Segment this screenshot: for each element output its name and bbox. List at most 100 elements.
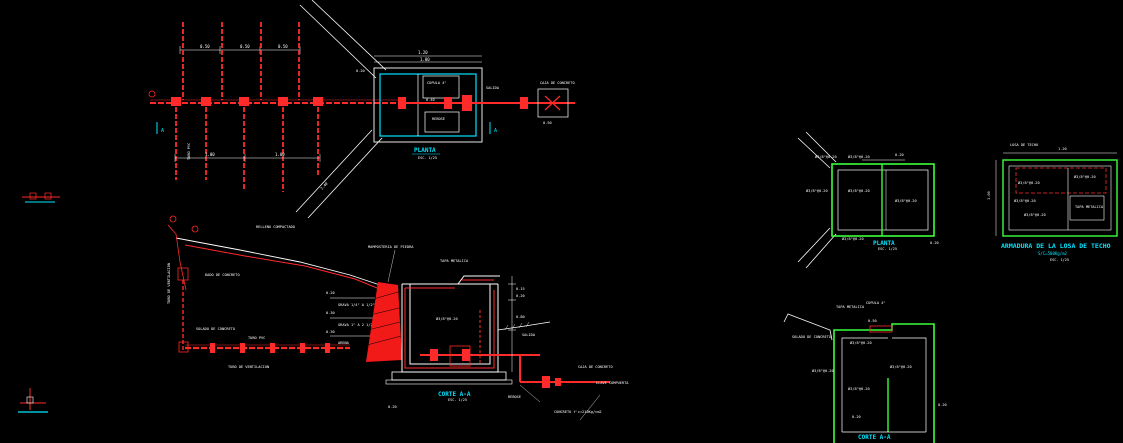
slab-subtitle: S/C=500Kg/m2 bbox=[1038, 251, 1067, 256]
plan-valve-label: CAJA DE CONCRETO bbox=[540, 81, 575, 85]
slab-outline bbox=[1002, 159, 1118, 237]
section-label-vertical: TUBO DE VENTILACION bbox=[167, 263, 171, 304]
section-solado bbox=[385, 379, 513, 385]
section-layer-dim-2: 0.30 bbox=[326, 311, 335, 315]
plan-chamber-dim-top: 1.20 bbox=[418, 50, 428, 55]
section-layer-dim-1: 0.20 bbox=[326, 291, 335, 295]
plan-dim-2: 0.50 bbox=[240, 44, 250, 49]
plan-wing-walls bbox=[295, 0, 387, 219]
slab-rebar-4: Ø3/8"@0.20 bbox=[1024, 212, 1046, 217]
section-leaders bbox=[387, 249, 601, 421]
small-section-inner-wall-left bbox=[841, 337, 888, 432]
section-label-rebar: Ø3/8"@0.20 bbox=[436, 316, 458, 321]
slab-dim-top: 1.20 bbox=[1058, 147, 1067, 151]
section-dim-h2: 0.20 bbox=[516, 294, 525, 298]
plan-upper-risers bbox=[182, 22, 300, 100]
slab-rebar-1: Ø3/8"@0.20 bbox=[1018, 180, 1040, 185]
small-plan-rebar-right: Ø3/8"@0.20 bbox=[895, 198, 917, 203]
plan-top-dimension-chain bbox=[179, 46, 301, 54]
slab-dim-left: 1.00 bbox=[987, 191, 991, 200]
small-section-wing bbox=[783, 313, 833, 341]
section-label-vent: TUBO DE VENTILACION bbox=[228, 365, 269, 369]
small-section-rebar-2: Ø3/8"@0.20 bbox=[890, 364, 912, 369]
section-label-mamposteria: MAMPOSTERIA DE PIEDRA bbox=[368, 245, 414, 249]
plan-dim-lower-1: 1.00 bbox=[205, 152, 215, 157]
section-ground-hatch bbox=[504, 321, 530, 331]
plan-section-mark-left: A bbox=[161, 128, 164, 134]
plan-lower-risers bbox=[175, 100, 319, 192]
plan-vertical-note: TUBO PVC bbox=[187, 143, 191, 160]
plan-title-scale: ESC. 1/25 bbox=[418, 156, 437, 160]
section-height-dims bbox=[508, 276, 516, 372]
small-chamber-plan: 0.20 Ø3/8"@0.20 Ø3/8"@0.20 Ø3/8"@0.20 Ø3… bbox=[797, 131, 939, 269]
plan-outlet-label: SALIDA bbox=[486, 86, 500, 90]
section-ground-line bbox=[175, 237, 381, 286]
plan-chamber-label-1: CUPULA 4" bbox=[427, 81, 446, 85]
section-ground-right bbox=[497, 321, 551, 331]
small-plan-rebar-top: Ø3/8"@0.20 bbox=[848, 154, 870, 159]
small-section-label-cupula: CUPULA 4" bbox=[866, 301, 885, 305]
plan-valve-symbol bbox=[544, 95, 561, 111]
small-section-rebar-3: Ø3/8"@0.20 bbox=[812, 368, 834, 373]
plan-chamber-dim-mid: 0.40 bbox=[426, 98, 435, 102]
section-label-pipe: TUBO PVC bbox=[248, 336, 265, 340]
small-plan-inner-wall bbox=[837, 169, 929, 231]
slab-rebar-zone bbox=[1015, 167, 1107, 194]
small-plan-title: PLANTA bbox=[873, 240, 895, 247]
small-section-label-concrete: SOLADO DE CONCRETO bbox=[792, 335, 831, 339]
section-layer-1: GRAVA 1/4" A 1/2" bbox=[338, 303, 375, 307]
small-section-title: CORTE A-A bbox=[858, 434, 891, 441]
plan-dim-1: 0.50 bbox=[200, 44, 210, 49]
section-dim-h1: 0.15 bbox=[516, 287, 525, 291]
section-dim-h3: 0.80 bbox=[516, 315, 525, 319]
small-plan-rebar-wing: Ø3/8"@0.20 bbox=[815, 154, 837, 159]
plan-wing-label: 0.20 bbox=[356, 69, 365, 73]
small-section-rebar-1: Ø3/8"@0.20 bbox=[850, 340, 872, 345]
small-chamber-section: TAPA METALICA CUPULA 4" 0.50 SOLADO DE C… bbox=[783, 301, 947, 443]
section-rebar bbox=[404, 279, 495, 369]
slab-manhole bbox=[1069, 195, 1105, 221]
section-marker-2 bbox=[191, 225, 199, 233]
section-label-rebose: REBOSE bbox=[508, 395, 521, 399]
section-label-salida: SALIDA bbox=[522, 333, 536, 337]
plan-section-mark-right: A bbox=[494, 128, 497, 134]
section-masonry-hatch bbox=[366, 291, 402, 346]
small-plan-outer-wall bbox=[831, 163, 935, 237]
plan-collector-fittings bbox=[171, 97, 323, 106]
section-title: CORTE A-A bbox=[438, 391, 471, 398]
slab-label-top: LOSA DE TECHO bbox=[1010, 143, 1038, 147]
plan-title: PLANTA bbox=[414, 147, 436, 154]
plan-chamber-dims bbox=[374, 55, 482, 63]
plan-bottom-dimension-chain bbox=[174, 154, 321, 162]
plan-outlet-fittings bbox=[398, 95, 528, 111]
plan-wing-length: 2.40 bbox=[320, 182, 329, 191]
section-layer-3: ARENA bbox=[338, 341, 350, 345]
section-title-scale: ESC. 1/25 bbox=[448, 398, 467, 402]
section-label-tapa: TAPA METALICA bbox=[440, 259, 469, 263]
plan-dim-lower-2: 1.00 bbox=[275, 152, 285, 157]
slab-rebar-2: Ø3/8"@0.20 bbox=[1074, 174, 1096, 179]
small-plan-scale: ESC. 1/25 bbox=[878, 247, 897, 251]
small-section-label-top: TAPA METALICA bbox=[836, 305, 865, 309]
small-plan-dim-right: 0.20 bbox=[930, 241, 939, 245]
plan-capture-view: 0.50 0.50 0.50 bbox=[148, 0, 575, 219]
section-pipe-fittings bbox=[430, 349, 561, 388]
plan-valve-dim: 0.50 bbox=[543, 121, 552, 125]
section-overflow bbox=[449, 345, 471, 367]
plan-valve-box bbox=[537, 88, 569, 118]
section-label-valve: LLAVE COMPUERTA bbox=[596, 381, 629, 385]
section-dim-base: 0.20 bbox=[388, 405, 397, 409]
small-plan-rebar-mid: Ø3/8"@0.20 bbox=[848, 188, 870, 193]
section-label-concreto: CONCRETO f'c=210Kg/cm2 bbox=[554, 410, 602, 414]
section-marker-1 bbox=[169, 215, 177, 223]
slab-title: ARMADURA DE LA LOSA DE TECHO bbox=[1001, 242, 1111, 250]
small-plan-wings bbox=[797, 131, 837, 269]
small-section-dim-lid: 0.50 bbox=[868, 319, 877, 323]
plan-chamber-label-2: REBOSE bbox=[432, 117, 445, 121]
small-section-dim-right: 0.20 bbox=[938, 403, 947, 407]
section-label-dado: DADO DE CONCRETO bbox=[205, 273, 240, 277]
section-capture-view: RELLENO COMPACTADO DADO DE CONCRETO SOLA… bbox=[167, 215, 629, 421]
plan-chamber-dim-inner: 1.00 bbox=[420, 57, 430, 62]
